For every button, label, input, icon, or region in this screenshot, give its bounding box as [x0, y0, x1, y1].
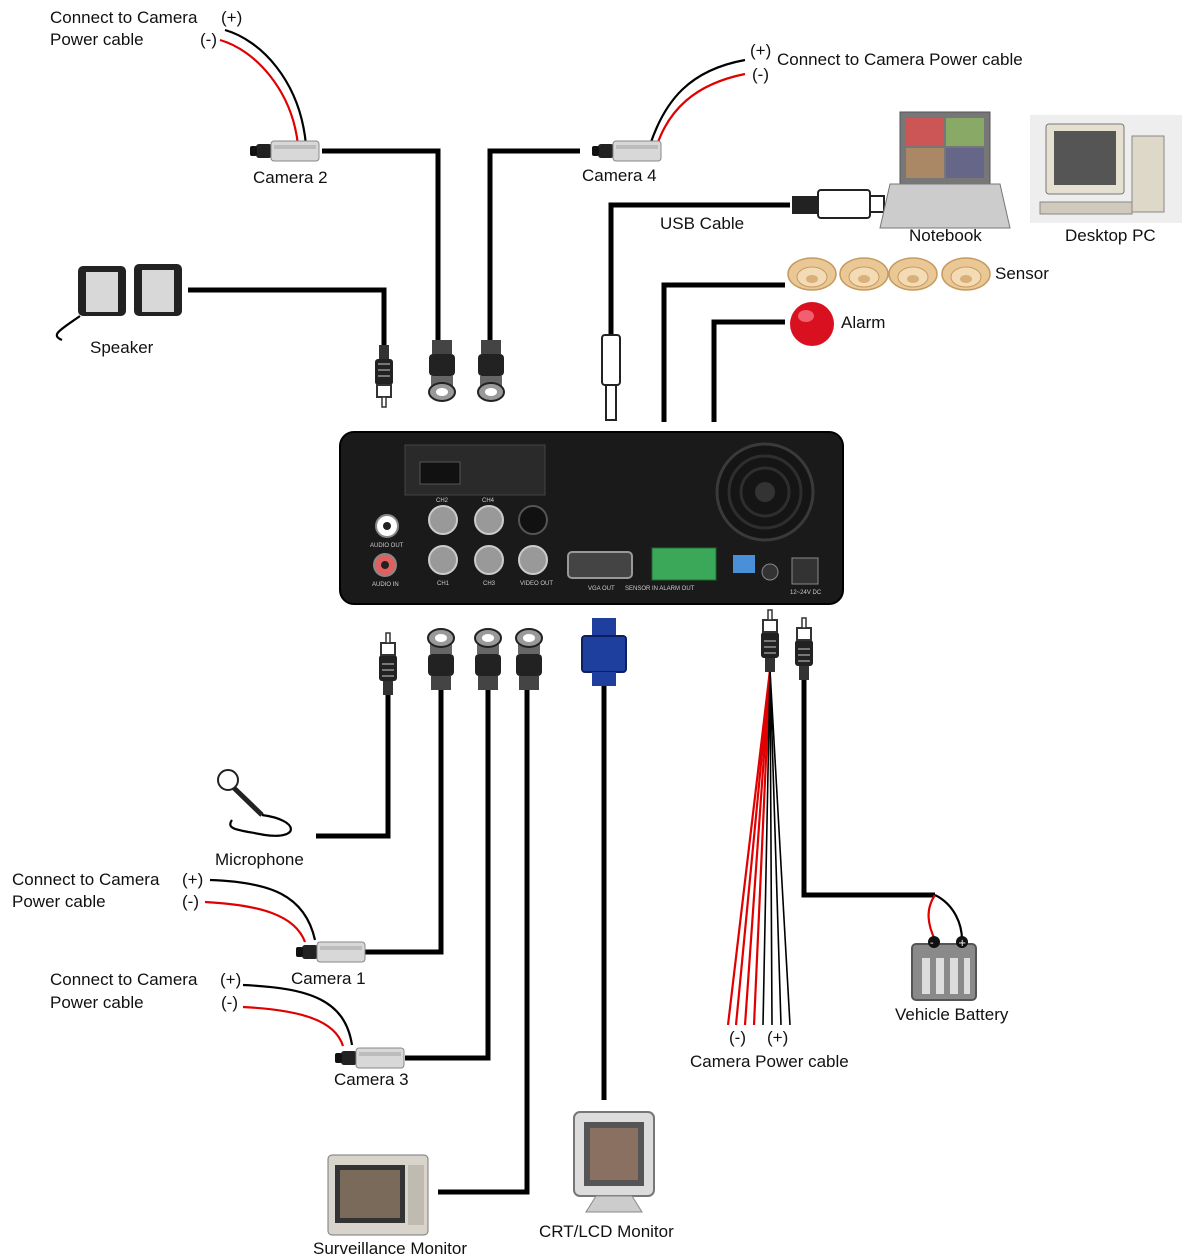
wires	[188, 148, 935, 1195]
crt-lcd-monitor-icon	[573, 1111, 655, 1213]
ch4-bnc-plug	[477, 339, 505, 402]
camera3-plus-label: (+)	[220, 970, 241, 989]
microphone-rca-plug	[378, 632, 398, 696]
audio-out-label: AUDIO OUT	[370, 543, 404, 549]
camera3-connect-label: Connect to Camera	[50, 970, 198, 989]
power-minus-label: (-)	[729, 1028, 746, 1047]
camera1-power-label: Power cable	[12, 892, 106, 911]
surveillance-monitor-wire	[438, 690, 530, 1195]
ch1-jack	[428, 545, 458, 575]
ch2-bnc-plug	[428, 339, 456, 402]
camera4-connect-label: Connect to Camera Power cable	[777, 50, 1023, 69]
terminal-block	[651, 547, 717, 581]
camera2-minus-label: (-)	[200, 30, 217, 49]
battery-icon: - +	[911, 936, 977, 1001]
microphone-label: Microphone	[215, 850, 304, 869]
dip-switch	[733, 555, 755, 573]
dc-in-plug	[794, 617, 814, 681]
surveillance-monitor-label: Surveillance Monitor	[313, 1239, 467, 1258]
dc-in-label: 12~24V DC	[790, 590, 822, 596]
camera1-wire	[365, 690, 444, 955]
dc-in-port	[791, 557, 819, 585]
usb-plug-pc	[792, 189, 885, 219]
surveillance-monitor-icon	[327, 1154, 429, 1236]
camera2-icon	[249, 140, 320, 162]
camera1-plus-label: (+)	[182, 870, 203, 889]
camera2-wire	[322, 148, 441, 340]
video-out-jack	[518, 545, 548, 575]
camera3-power-label: Power cable	[50, 993, 144, 1012]
ch2-label: CH2	[436, 498, 449, 504]
desktop-pc-icon	[1030, 115, 1182, 223]
video-out-label: VIDEO OUT	[520, 581, 553, 587]
camera1-connect-label: Connect to Camera	[12, 870, 160, 889]
ch1-bnc-plug	[427, 628, 455, 691]
camera1-minus-label: (-)	[182, 892, 199, 911]
camera4-minus-label: (-)	[752, 65, 769, 84]
sensor-2-icon	[839, 257, 889, 291]
ch4-label: CH4	[482, 498, 495, 504]
speaker-wire	[188, 287, 387, 345]
camera2-connect-label: Connect to Camera	[50, 8, 198, 27]
sensor-label: Sensor	[995, 264, 1049, 283]
camera4-plus-label: (+)	[750, 41, 771, 60]
svg-text:-: -	[930, 938, 934, 949]
audio-in-label: AUDIO IN	[372, 582, 399, 588]
speaker-icon	[55, 264, 182, 342]
sensor-wire	[661, 282, 785, 422]
sensor-alarm-label: SENSOR IN ALARM OUT	[625, 586, 695, 592]
alarm-label: Alarm	[841, 313, 885, 332]
sensor-3-icon	[888, 257, 938, 291]
fan	[715, 442, 815, 542]
usb-plug	[601, 334, 621, 421]
crt-lcd-monitor-label: CRT/LCD Monitor	[539, 1222, 674, 1241]
ch1-label: CH1	[437, 581, 450, 587]
camera2-power-label: Power cable	[50, 30, 144, 49]
svg-text:+: +	[958, 938, 966, 949]
ch3-label: CH3	[483, 581, 496, 587]
camera1-label: Camera 1	[291, 969, 366, 988]
ch2-jack	[428, 505, 458, 535]
vehicle-battery-label: Vehicle Battery	[895, 1005, 1009, 1024]
power-plus-label: (+)	[767, 1028, 788, 1047]
camera2-plus-label: (+)	[221, 8, 242, 27]
usb-wire	[608, 202, 790, 335]
ch3-jack	[474, 545, 504, 575]
video-out-bnc-plug	[515, 628, 543, 691]
camera3-icon	[334, 1047, 405, 1069]
camera-power-fanout	[726, 669, 791, 1026]
notebook-label: Notebook	[909, 226, 982, 245]
camera4-label: Camera 4	[582, 166, 657, 185]
camera4-wire	[487, 148, 580, 340]
power-out-plug	[760, 609, 780, 673]
camera3-minus-label: (-)	[221, 993, 238, 1012]
ch3-bnc-plug	[474, 628, 502, 691]
vga-plug	[581, 618, 627, 686]
battery-wire	[801, 680, 935, 898]
camera2-label: Camera 2	[253, 168, 328, 187]
microphone-icon	[217, 769, 292, 837]
vga-port	[567, 551, 633, 579]
alarm-wire	[711, 319, 785, 422]
usb-cable-label: USB Cable	[660, 214, 744, 233]
vga-out-label: VGA OUT	[588, 586, 615, 592]
camera1-icon	[295, 941, 366, 963]
camera-power-cable-label: Camera Power cable	[690, 1052, 849, 1071]
laptop-icon	[879, 111, 1011, 229]
speaker-rca-plug	[374, 344, 394, 408]
sensor-1-icon	[787, 257, 837, 291]
camera3-wire	[405, 690, 491, 1061]
camera3-label: Camera 3	[334, 1070, 409, 1089]
alarm-light-icon	[790, 302, 834, 346]
dvr-rear-panel: CH2 CH4 CH1 CH3 VIDEO OUT AUDIO OUT AUDI…	[339, 431, 844, 605]
speaker-label: Speaker	[90, 338, 154, 357]
desktop-pc-label: Desktop PC	[1065, 226, 1156, 245]
sensor-4-icon	[941, 257, 991, 291]
ch4-jack	[474, 505, 504, 535]
microphone-wire	[316, 695, 391, 839]
camera4-icon	[591, 140, 662, 162]
